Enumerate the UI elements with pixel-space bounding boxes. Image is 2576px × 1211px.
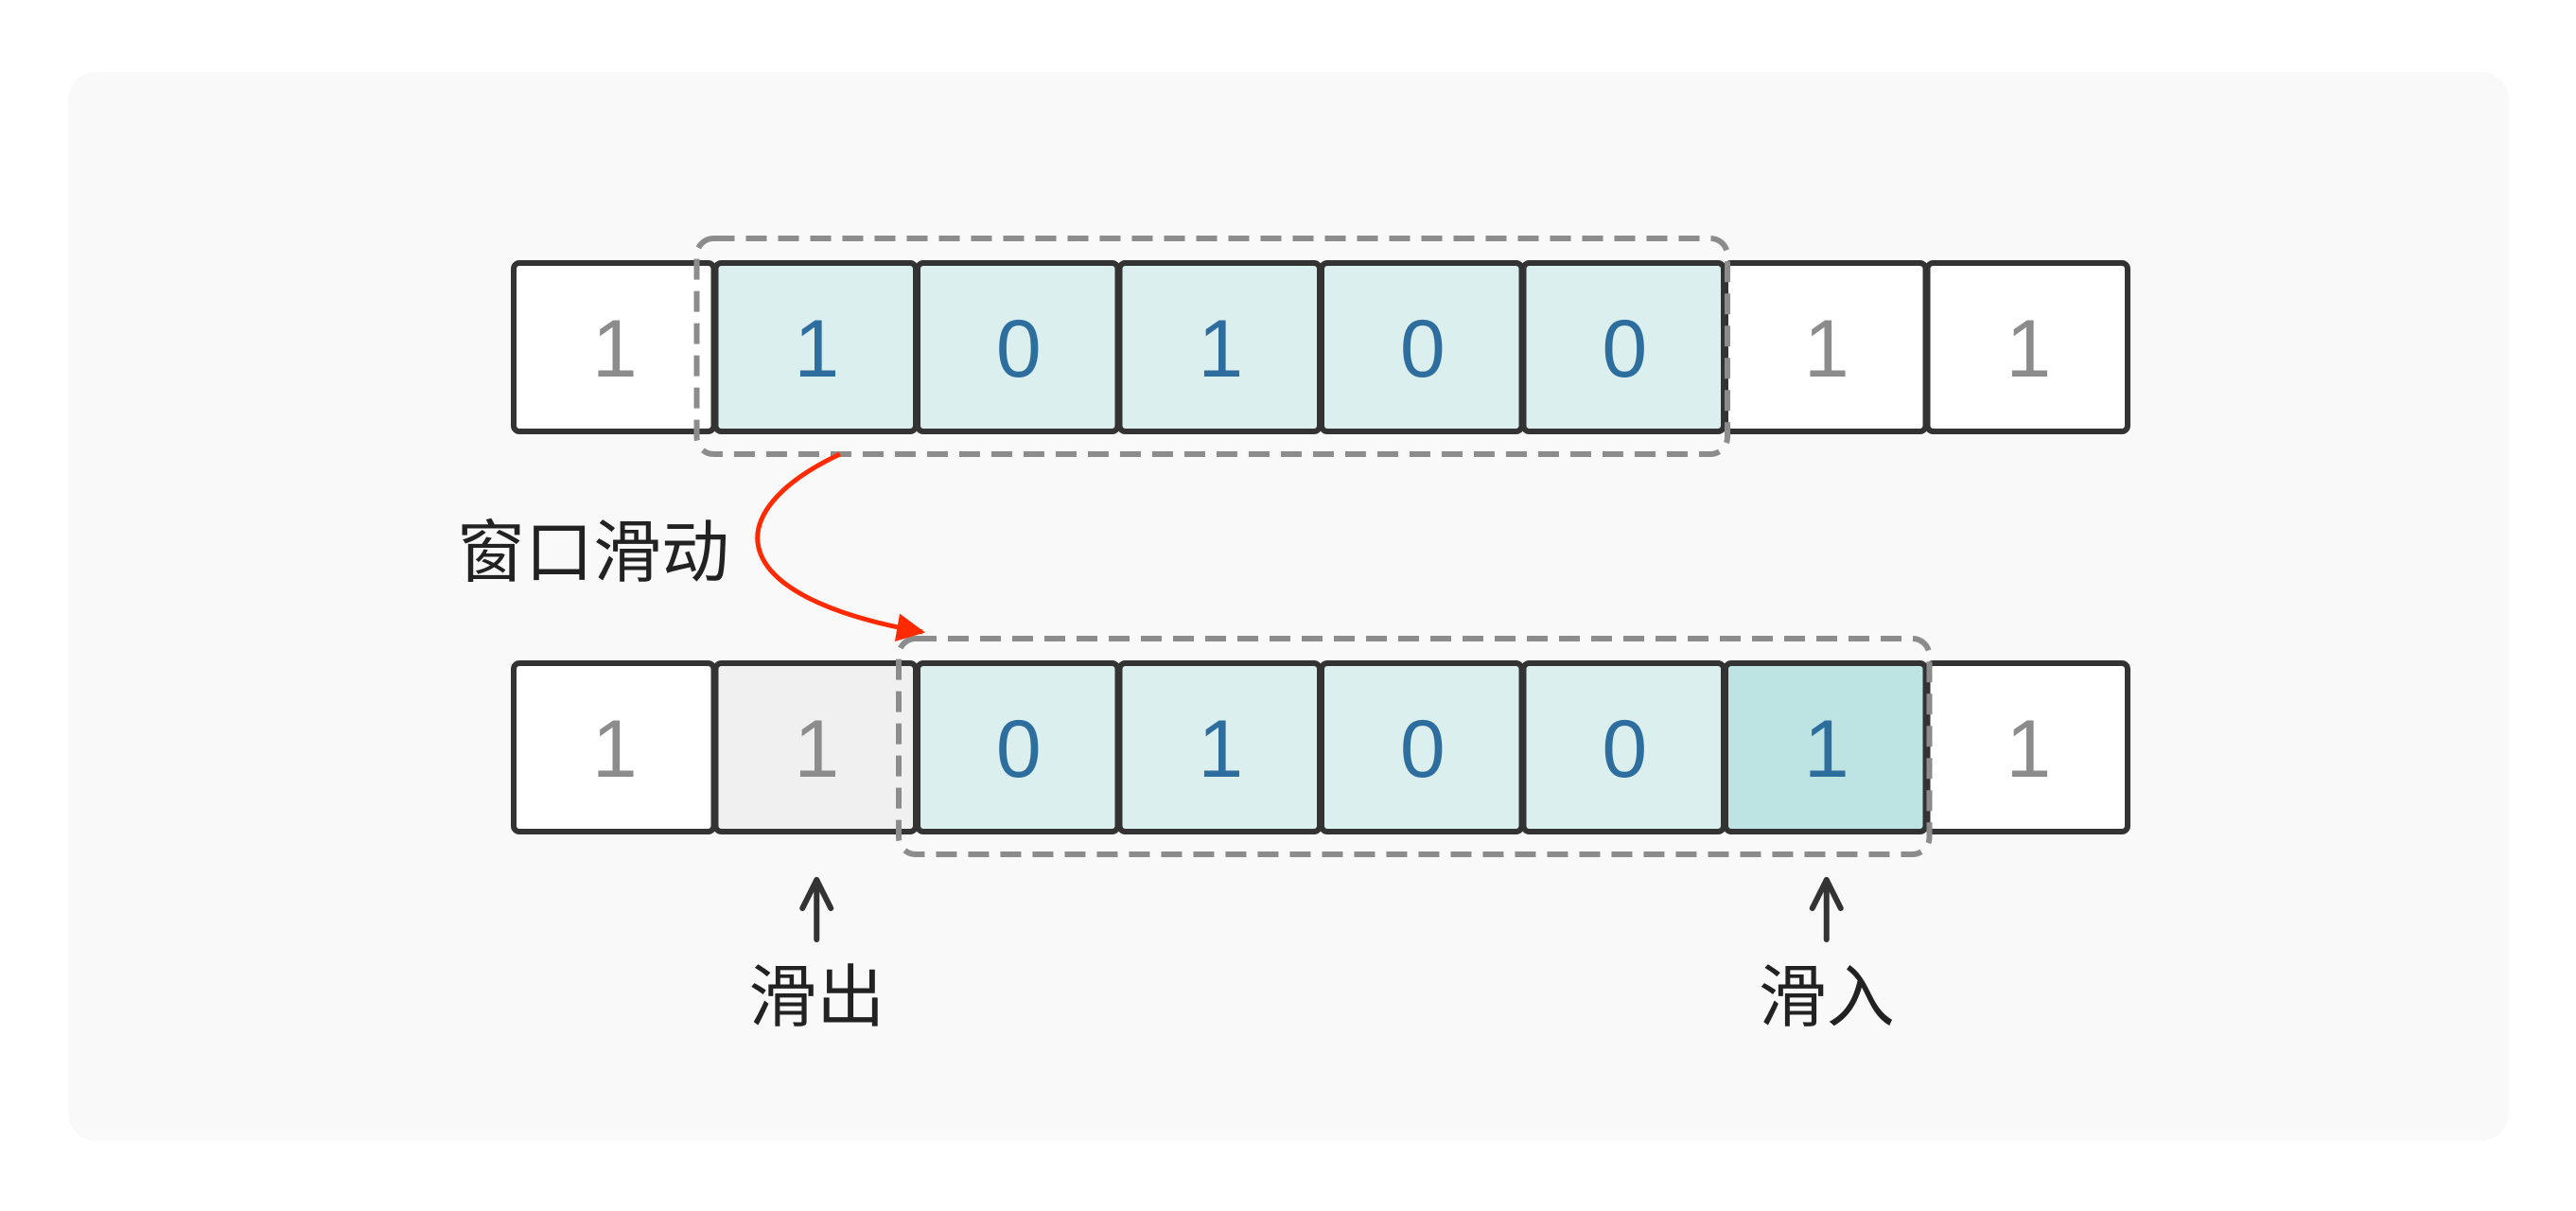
array-row-before: 1 1 0 1 0 0 1 1 xyxy=(511,260,2130,434)
curved-arrow-icon xyxy=(755,451,925,642)
array-cell-value: 1 xyxy=(1804,704,1849,795)
window-frame-before xyxy=(693,236,1730,457)
up-arrow-head xyxy=(799,877,834,911)
array-cell-value: 1 xyxy=(794,704,839,795)
array-cell-value: 0 xyxy=(1602,304,1647,395)
array-cell-value: 0 xyxy=(996,704,1042,795)
slide-in-pointer xyxy=(1809,877,1844,942)
array-cell-value: 0 xyxy=(996,304,1042,395)
array-cell-value: 1 xyxy=(1198,304,1243,395)
array-row-after: 1 1 0 1 0 0 1 1 xyxy=(511,660,2130,834)
array-cell-value: 1 xyxy=(592,704,638,795)
slide-out-pointer xyxy=(799,877,834,942)
array-cell-value: 1 xyxy=(794,304,839,395)
array-cell-value: 0 xyxy=(1400,704,1446,795)
array-cell xyxy=(1924,260,2130,434)
array-cell-value: 1 xyxy=(592,304,638,395)
up-arrow-head xyxy=(1809,877,1844,911)
array-cell-value: 1 xyxy=(1804,304,1849,395)
array-cell xyxy=(1924,660,2130,834)
array-cell-value: 1 xyxy=(2006,304,2051,395)
array-cell-value: 0 xyxy=(1602,704,1647,795)
slide-out-label: 滑出 xyxy=(748,957,885,1037)
array-cell-value: 0 xyxy=(1400,304,1446,395)
slide-in-label: 滑入 xyxy=(1759,957,1895,1037)
array-cell-value: 1 xyxy=(2006,704,2051,795)
slide-label: 窗口滑动 xyxy=(457,513,729,592)
diagram-panel xyxy=(68,72,2509,1141)
window-frame-after xyxy=(896,636,1933,857)
array-cell-value: 1 xyxy=(1198,704,1243,795)
